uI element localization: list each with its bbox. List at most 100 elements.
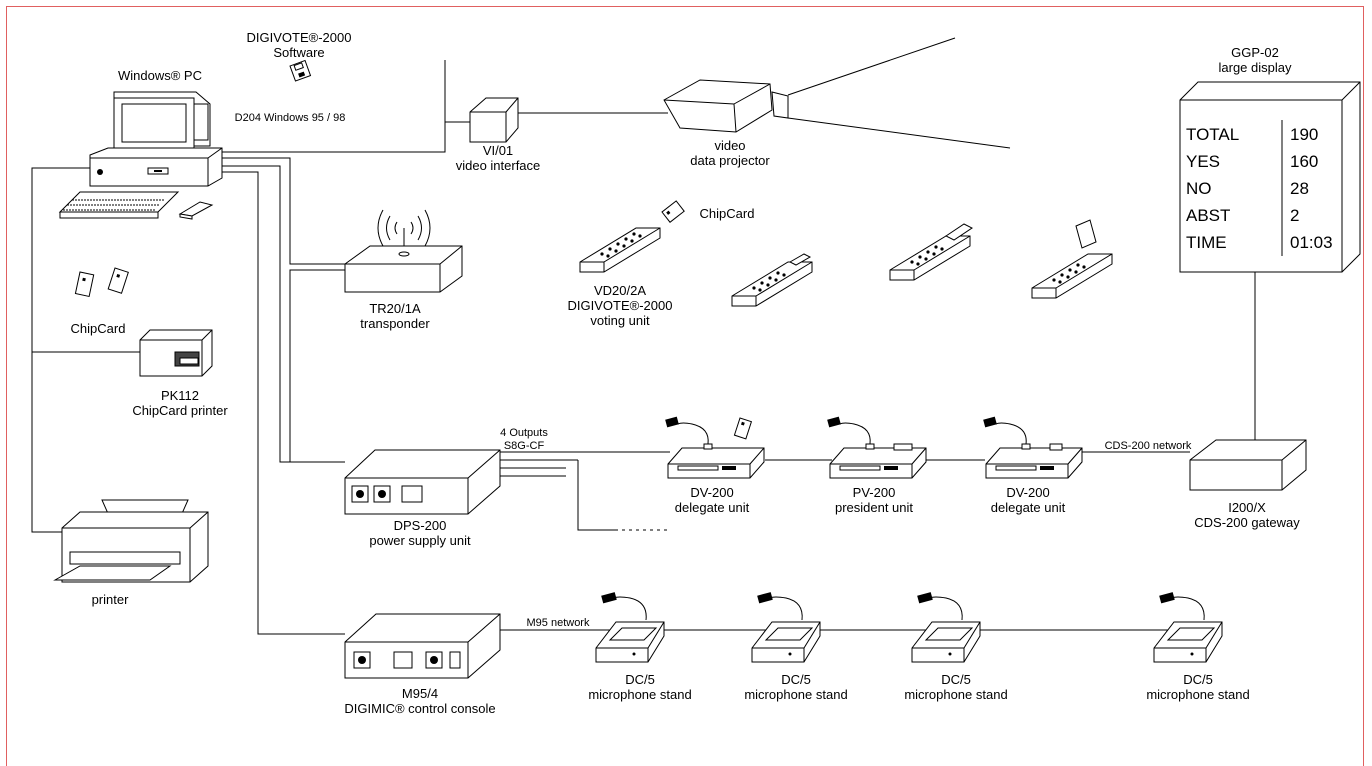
display-row-value: 160 bbox=[1290, 152, 1318, 171]
gateway-icon bbox=[1189, 439, 1307, 491]
chipcard-left-label: ChipCard bbox=[71, 321, 126, 336]
mic-stand-3-model: DC/5 bbox=[941, 672, 971, 687]
display-row-key: NO bbox=[1186, 179, 1212, 198]
delegate-unit-1: DV-200 delegate unit bbox=[665, 416, 765, 515]
pc-label: Windows® PC bbox=[118, 68, 202, 83]
transponder: TR20/1A transponder bbox=[344, 209, 463, 331]
display-row-value: 01:03 bbox=[1290, 233, 1333, 252]
microphone-stand-icon bbox=[751, 592, 821, 663]
display-row-key: TOTAL bbox=[1186, 125, 1239, 144]
voting-units: ChipCard bbox=[568, 200, 1113, 328]
power-supply-unit: 4 Outputs S8G-CF DPS-200 power supply un… bbox=[344, 427, 548, 548]
voting-unit-desc: voting unit bbox=[590, 313, 650, 328]
projector-line1: video bbox=[714, 138, 745, 153]
chipcard-icon bbox=[107, 267, 129, 294]
mic-stand-4-model: DC/5 bbox=[1183, 672, 1213, 687]
display-row-value: 2 bbox=[1290, 206, 1299, 225]
display-row-key: TIME bbox=[1186, 233, 1227, 252]
microphone-stand-icon bbox=[1153, 592, 1223, 663]
large-display-model: GGP-02 bbox=[1231, 45, 1279, 60]
video-interface-icon bbox=[469, 97, 519, 143]
video-interface: VI/01 video interface bbox=[456, 97, 541, 173]
power-supply-desc: power supply unit bbox=[369, 533, 471, 548]
transponder-desc: transponder bbox=[360, 316, 430, 331]
delegate-unit-2-model: DV-200 bbox=[1006, 485, 1049, 500]
conference-unit-icon bbox=[983, 416, 1083, 479]
voting-unit-system: DIGIVOTE®-2000 bbox=[568, 298, 673, 313]
microphone-stands: DC/5 microphone stand DC/5 microphone st… bbox=[588, 592, 1250, 702]
chipcard-top-label: ChipCard bbox=[700, 206, 755, 221]
conference-unit-icon bbox=[827, 416, 927, 479]
voting-unit-icon bbox=[731, 253, 813, 307]
windows-pc: Windows® PC bbox=[58, 68, 223, 220]
projector-line2: data projector bbox=[690, 153, 770, 168]
chipcard-printer-icon bbox=[139, 329, 213, 377]
software-os-label: D204 Windows 95 / 98 bbox=[235, 112, 346, 124]
chipcard-printer-desc: ChipCard printer bbox=[132, 403, 228, 418]
large-display-icon bbox=[1179, 81, 1361, 273]
video-interface-desc: video interface bbox=[456, 158, 541, 173]
printer: printer bbox=[53, 499, 209, 607]
floppy-disk-icon bbox=[289, 59, 312, 82]
monitor-icon bbox=[113, 91, 211, 149]
m95-network-label: M95 network bbox=[527, 617, 590, 629]
president-unit-model: PV-200 bbox=[853, 485, 896, 500]
power-supply-model: DPS-200 bbox=[394, 518, 447, 533]
cds-network-label: CDS-200 network bbox=[1105, 440, 1192, 452]
mic-stand-4-desc: microphone stand bbox=[1146, 687, 1249, 702]
delegate-unit-1-model: DV-200 bbox=[690, 485, 733, 500]
computer-case-icon bbox=[89, 147, 223, 187]
chipcard-icon bbox=[661, 200, 685, 223]
large-display-desc: large display bbox=[1219, 60, 1292, 75]
mic-stand-2-desc: microphone stand bbox=[744, 687, 847, 702]
voting-unit-model: VD20/2A bbox=[594, 283, 646, 298]
microphone-stand-icon bbox=[911, 592, 981, 663]
mic-stand-1-model: DC/5 bbox=[625, 672, 655, 687]
display-row-value: 28 bbox=[1290, 179, 1309, 198]
voting-unit-icon bbox=[579, 227, 661, 273]
transponder-icon bbox=[344, 245, 463, 293]
chipcards-left: ChipCard bbox=[71, 267, 129, 336]
chipcard-printer-model: PK112 bbox=[161, 388, 199, 403]
control-console: M95/4 DIGIMIC® control console bbox=[344, 613, 501, 716]
delegate-unit-2: DV-200 delegate unit bbox=[983, 416, 1083, 515]
president-unit: PV-200 president unit bbox=[827, 416, 927, 515]
control-console-model: M95/4 bbox=[402, 686, 438, 701]
gateway-model: I200/X bbox=[1228, 500, 1266, 515]
software-title: DIGIVOTE®-2000 bbox=[247, 30, 352, 45]
video-interface-model: VI/01 bbox=[483, 143, 513, 158]
conference-unit-icon bbox=[665, 416, 765, 479]
gateway-desc: CDS-200 gateway bbox=[1194, 515, 1300, 530]
delegate-unit-1-desc: delegate unit bbox=[675, 500, 750, 515]
mouse-icon bbox=[178, 201, 214, 220]
microphone-stand-icon bbox=[595, 592, 665, 663]
voting-unit-icon bbox=[889, 223, 973, 281]
voting-unit-icon bbox=[1031, 219, 1113, 299]
microphone-stand-2: DC/5 microphone stand bbox=[744, 592, 848, 702]
printer-icon bbox=[53, 499, 209, 583]
mic-stand-1-desc: microphone stand bbox=[588, 687, 691, 702]
display-row-key: YES bbox=[1186, 152, 1220, 171]
control-console-desc: DIGIMIC® control console bbox=[344, 701, 495, 716]
outputs-label: 4 Outputs bbox=[500, 427, 548, 439]
microphone-stand-3: DC/5 microphone stand bbox=[904, 592, 1008, 702]
data-projector: video data projector bbox=[663, 79, 789, 168]
power-supply-icon bbox=[344, 449, 501, 515]
display-row-value: 190 bbox=[1290, 125, 1318, 144]
keyboard-icon bbox=[58, 191, 180, 219]
cds-gateway: I200/X CDS-200 gateway bbox=[1189, 439, 1307, 530]
mic-stand-2-model: DC/5 bbox=[781, 672, 811, 687]
antenna-signal-icon bbox=[377, 209, 431, 254]
president-unit-desc: president unit bbox=[835, 500, 913, 515]
display-row-key: ABST bbox=[1186, 206, 1230, 225]
microphone-stand-4: DC/5 microphone stand bbox=[1146, 592, 1250, 702]
projector-icon bbox=[663, 79, 789, 133]
mic-stand-3-desc: microphone stand bbox=[904, 687, 1007, 702]
delegate-unit-2-desc: delegate unit bbox=[991, 500, 1066, 515]
control-console-icon bbox=[344, 613, 501, 679]
printer-label: printer bbox=[92, 592, 130, 607]
software-block: DIGIVOTE®-2000 Software D204 Windows 95 … bbox=[235, 30, 352, 124]
